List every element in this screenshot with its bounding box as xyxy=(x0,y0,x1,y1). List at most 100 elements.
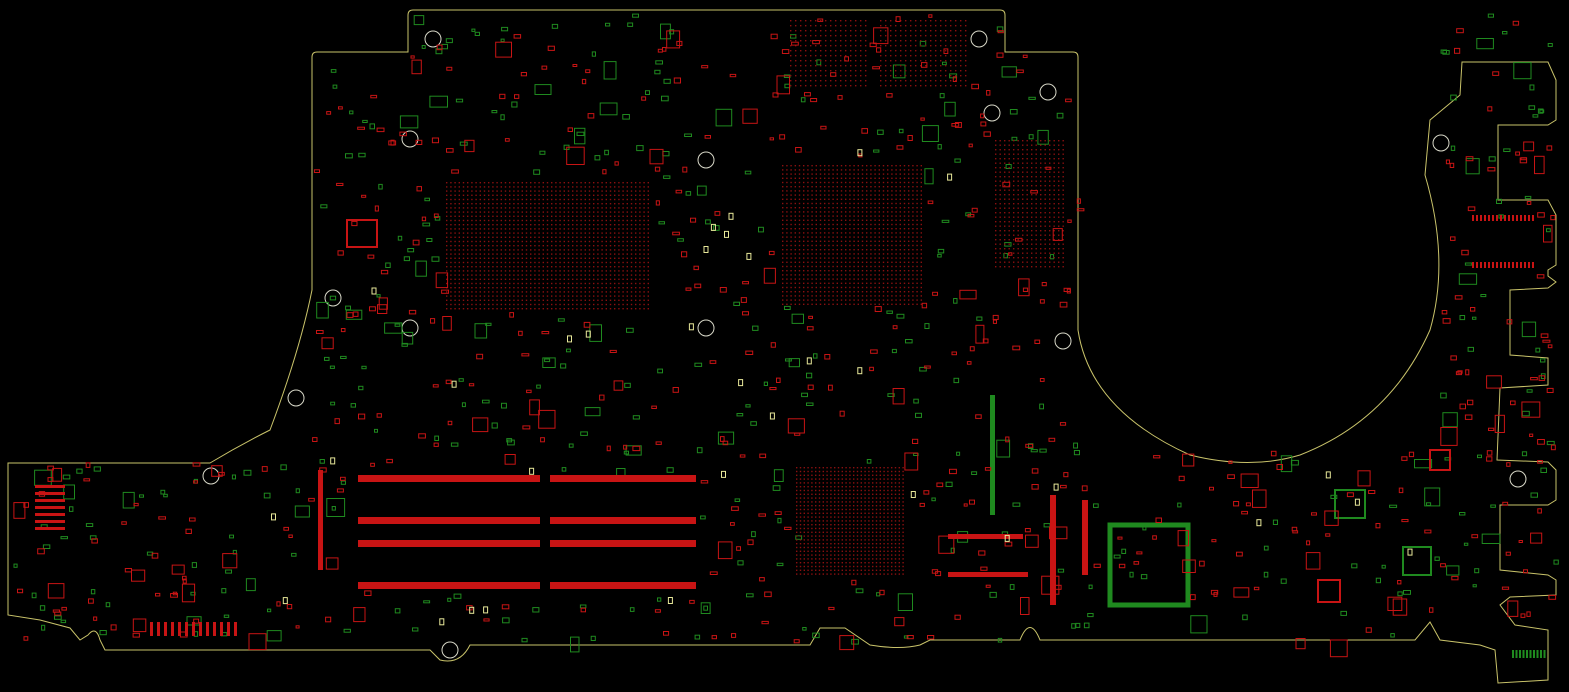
cpu-bga-pad xyxy=(639,207,641,209)
pch-bga-pad xyxy=(819,232,822,234)
pch-bga-pad xyxy=(794,186,796,188)
vrm-pad xyxy=(830,70,832,72)
cpu-bga-pad xyxy=(458,236,460,238)
cpu-bga-pad xyxy=(647,249,649,251)
cpu-bga-pad xyxy=(597,278,599,280)
pch-bga-pad xyxy=(916,249,918,251)
cpu-bga-pad xyxy=(471,198,473,201)
cpu-bga-pad xyxy=(446,224,448,226)
pch-bga-pad xyxy=(920,236,922,238)
memory-pad xyxy=(1026,140,1028,142)
gpu-bga-pad xyxy=(849,558,851,560)
pch-bga-pad xyxy=(815,165,817,167)
gpu-bga-pad xyxy=(894,512,897,514)
vrm-pad xyxy=(910,55,912,57)
pch-bga-pad xyxy=(866,270,868,272)
memory-pad xyxy=(1013,261,1015,263)
gpu-bga-pad xyxy=(887,569,889,571)
memory-pad xyxy=(1049,234,1051,236)
component-footprint xyxy=(795,535,803,540)
pch-bga-pad xyxy=(874,295,876,297)
gpu-bga-pad xyxy=(849,539,851,541)
pch-bga-pad xyxy=(790,278,792,280)
memory-pad xyxy=(1058,189,1060,191)
memory-pad xyxy=(1053,216,1055,218)
cpu-bga-pad xyxy=(458,207,460,209)
component-footprint xyxy=(861,128,869,134)
pch-bga-pad xyxy=(824,186,826,188)
vrm-pad xyxy=(815,70,817,72)
pch-bga-pad xyxy=(824,270,826,272)
cpu-bga-pad xyxy=(496,203,498,205)
pch-bga-pad xyxy=(832,232,834,234)
component-footprint xyxy=(42,544,51,550)
pch-bga-pad xyxy=(803,253,805,255)
cpu-bga-pad xyxy=(504,291,507,293)
component-footprint xyxy=(1546,145,1553,151)
pch-bga-pad xyxy=(866,223,868,226)
cpu-bga-pad xyxy=(593,282,595,285)
memory-pad xyxy=(1008,198,1010,200)
gpu-bga-pad xyxy=(811,474,813,476)
pch-bga-pad xyxy=(782,257,784,259)
vrm-pad xyxy=(930,45,932,47)
pch-bga-pad xyxy=(828,236,830,238)
cpu-bga-pad xyxy=(546,253,549,255)
cpu-bga-pad xyxy=(500,207,502,209)
component-footprint xyxy=(1442,50,1450,55)
cpu-bga-pad xyxy=(635,245,637,247)
pch-bga-pad xyxy=(887,270,889,272)
pch-bga-pad xyxy=(916,240,918,242)
memory-pad xyxy=(1049,239,1051,241)
component-footprint xyxy=(599,102,618,116)
cpu-bga-pad xyxy=(593,253,595,255)
pch-bga-pad xyxy=(870,194,872,196)
cpu-bga-pad xyxy=(525,270,528,272)
gpu-bga-pad xyxy=(894,470,897,473)
cpu-bga-pad xyxy=(488,303,490,306)
cpu-bga-pad xyxy=(534,253,536,255)
pch-bga-pad xyxy=(895,211,897,213)
vrm-pad xyxy=(795,25,797,27)
cpu-bga-pad xyxy=(534,215,536,217)
component-footprint xyxy=(812,632,820,639)
cpu-bga-pad xyxy=(555,211,557,213)
cpu-bga-pad xyxy=(546,194,549,196)
vrm-pad xyxy=(820,55,822,57)
cpu-bga-pad xyxy=(530,303,532,306)
pch-bga-pad xyxy=(912,286,914,289)
memory-pad xyxy=(1022,189,1024,191)
memory-pad xyxy=(1040,239,1042,241)
memory-pad xyxy=(1053,158,1055,160)
memory-pad xyxy=(1058,207,1060,209)
vrm-pad xyxy=(885,45,887,47)
vrm-pad xyxy=(935,50,937,52)
cpu-bga-pad xyxy=(643,287,645,289)
component-footprint xyxy=(163,493,168,498)
component-footprint xyxy=(1001,66,1017,78)
pch-bga-pad xyxy=(899,274,901,276)
component-footprint xyxy=(669,29,675,35)
gpu-bga-pad xyxy=(894,489,897,492)
cpu-bga-pad xyxy=(525,203,528,205)
pch-bga-pad xyxy=(870,177,872,179)
memory-pad xyxy=(1040,225,1042,227)
gpu-bga-pad xyxy=(796,482,798,484)
gpu-bga-pad xyxy=(796,527,798,530)
memory-pad xyxy=(1013,212,1015,214)
cpu-bga-pad xyxy=(458,186,460,188)
component-footprint xyxy=(513,34,522,39)
memory-pad xyxy=(1049,230,1051,232)
cpu-bga-pad xyxy=(462,194,465,196)
memory-pad xyxy=(1008,194,1010,196)
vrm-pad xyxy=(940,50,942,52)
pch-bga-pad xyxy=(811,278,813,280)
gpu-bga-pad xyxy=(815,482,817,484)
gpu-bga-pad xyxy=(868,512,870,514)
gpu-bga-pad xyxy=(830,512,832,514)
component-footprint xyxy=(657,597,662,602)
gpu-bga-pad xyxy=(860,569,862,571)
gpu-bga-pad xyxy=(860,562,862,564)
